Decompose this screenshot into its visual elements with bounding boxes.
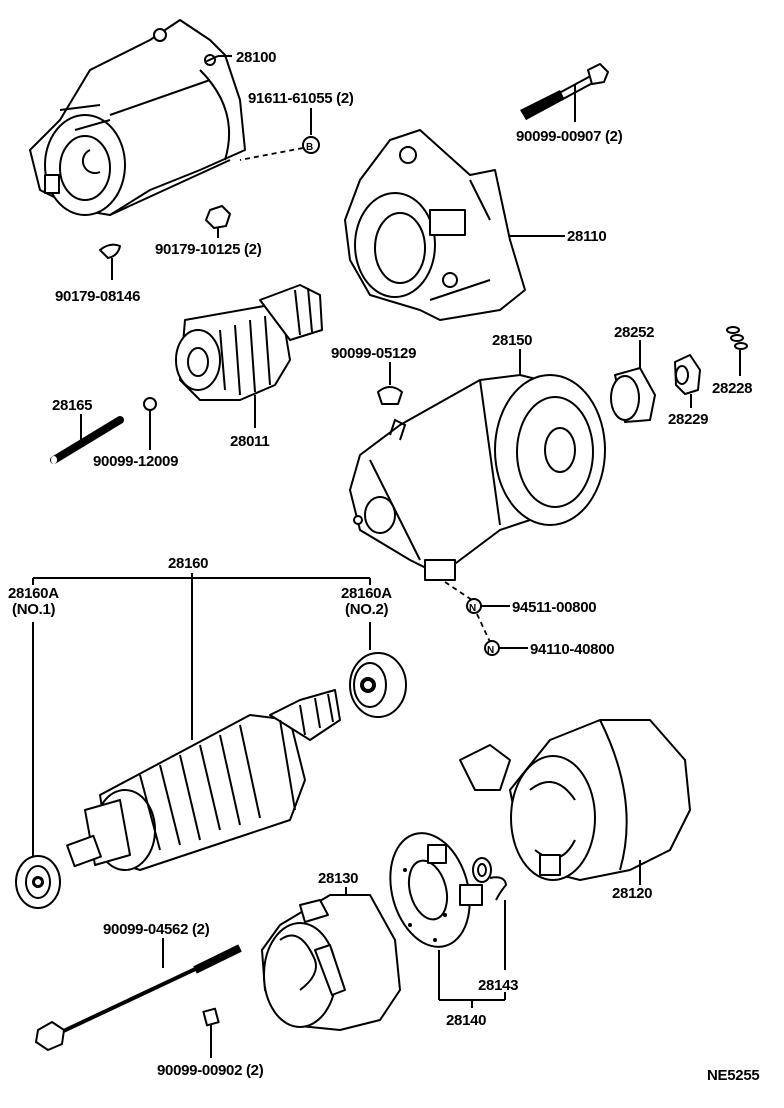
- nut-94511-00800: N: [466, 598, 482, 614]
- screw-90099-00902: [202, 1007, 220, 1058]
- ball-90099-12009: [143, 397, 157, 411]
- bearing-28160A-no2: [349, 652, 407, 718]
- callout-91611-61055: 91611-61055 (2): [248, 90, 354, 107]
- svg-text:B: B: [306, 142, 313, 153]
- callout-28150: 28150: [492, 332, 532, 349]
- callout-90099-00902: 90099-00902 (2): [157, 1062, 264, 1079]
- callout-94511-00800: 94511-00800: [512, 599, 596, 616]
- starter-assembly-28100: [29, 19, 246, 216]
- callout-28252: 28252: [614, 324, 654, 341]
- callout-90179-08146: 90179-08146: [55, 288, 140, 305]
- callout-28110: 28110: [567, 228, 606, 245]
- callout-28160A-no1: 28160A: [8, 585, 59, 602]
- callout-90099-12009: 90099-12009: [93, 453, 178, 470]
- callout-28160A-no2-sub: (NO.2): [345, 601, 389, 618]
- callout-28160A-no2: 28160A: [341, 585, 392, 602]
- spring-28228: [726, 326, 748, 350]
- gear-28229: [674, 354, 701, 395]
- callout-90099-00907: 90099-00907 (2): [516, 128, 623, 145]
- clip-90179-08146: [99, 243, 121, 280]
- housing-28110: [344, 129, 526, 321]
- callout-28120: 28120: [612, 885, 652, 902]
- spring-rod-28165: [50, 416, 124, 464]
- callout-28143: 28143: [478, 977, 518, 994]
- callout-28160: 28160: [168, 555, 208, 572]
- cap-90099-05129: [377, 386, 403, 405]
- nut-94110-40800: N: [484, 640, 500, 656]
- svg-text:N: N: [469, 603, 476, 614]
- callout-28100: 28100: [236, 49, 276, 66]
- callout-28130: 28130: [318, 870, 358, 887]
- callout-28165: 28165: [52, 397, 92, 414]
- callout-28140: 28140: [446, 1012, 486, 1029]
- svg-text:N: N: [487, 645, 494, 656]
- clutch-28011: [175, 284, 323, 401]
- armature-28160: [66, 689, 341, 871]
- callout-90179-10125: 90179-10125 (2): [155, 241, 262, 258]
- yoke-28120: [459, 719, 691, 881]
- bolt-90179-10125: [205, 205, 231, 238]
- through-bolt-90099-04562: [35, 944, 242, 1051]
- callout-90099-05129: 90099-05129: [331, 345, 416, 362]
- bearing-28143: [472, 857, 507, 901]
- end-frame-28130: [261, 894, 401, 1031]
- callout-28228: 28228: [712, 380, 752, 397]
- figure-code: NE5255: [707, 1067, 759, 1084]
- callout-28160A-no1-sub: (NO.1): [12, 601, 56, 618]
- gear-28252: [610, 367, 656, 423]
- washer-b-marker: B: [302, 136, 320, 154]
- callout-28011: 28011: [230, 433, 269, 450]
- brush-holder-28140: [389, 832, 483, 948]
- callout-90099-04562: 90099-04562 (2): [103, 921, 210, 938]
- motor-housing-28150: [349, 374, 606, 581]
- bolt-90099-00907: [520, 63, 609, 122]
- callout-94110-40800: 94110-40800: [530, 641, 614, 658]
- callout-28229: 28229: [668, 411, 708, 428]
- bearing-28160A-no1: [15, 855, 61, 909]
